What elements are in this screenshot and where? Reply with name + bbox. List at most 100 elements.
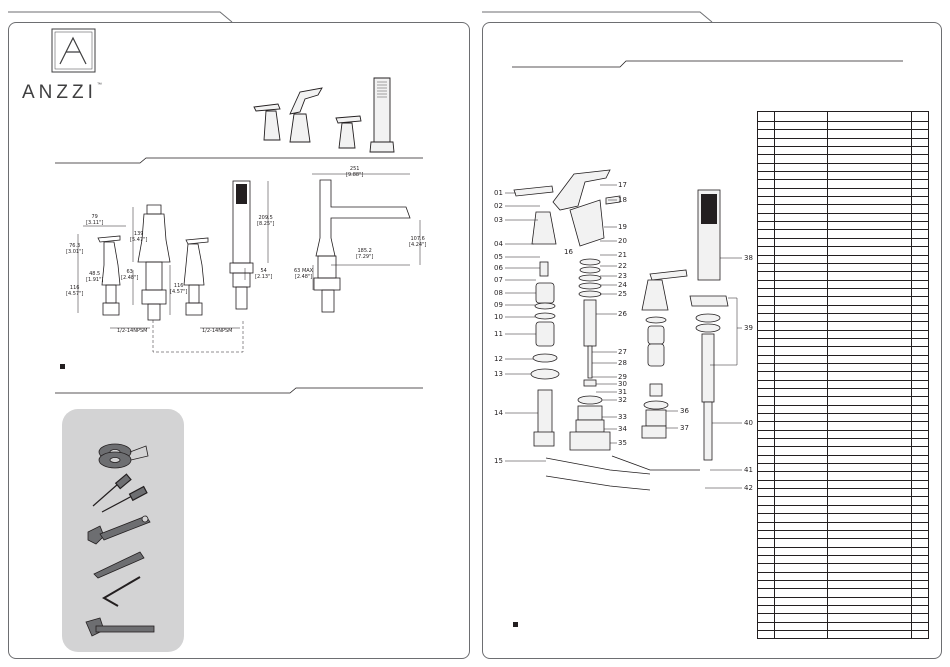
parts-table-cell bbox=[826, 588, 913, 598]
parts-table-cell bbox=[911, 129, 929, 139]
parts-table-cell bbox=[911, 111, 929, 122]
parts-table-cell bbox=[826, 120, 913, 131]
parts-table-cell bbox=[757, 488, 775, 498]
parts-table-cell bbox=[757, 304, 775, 314]
parts-table-cell bbox=[757, 154, 775, 164]
parts-table-cell bbox=[826, 438, 913, 448]
part-label: 07 bbox=[494, 276, 503, 284]
parts-table-row bbox=[757, 538, 929, 548]
part-label: 35 bbox=[618, 439, 627, 447]
part-label: 39 bbox=[744, 324, 753, 332]
drill-bit-icon bbox=[93, 551, 145, 579]
parts-table-cell bbox=[826, 179, 913, 189]
parts-table-cell bbox=[773, 204, 828, 214]
parts-table-row bbox=[757, 362, 929, 373]
parts-table-cell bbox=[757, 604, 775, 615]
parts-table-cell bbox=[911, 454, 929, 465]
parts-table-cell bbox=[826, 629, 913, 640]
parts-table-row bbox=[757, 279, 929, 289]
parts-table-cell bbox=[911, 254, 929, 264]
parts-table-row bbox=[757, 354, 929, 364]
parts-table-row bbox=[757, 546, 929, 556]
parts-table-cell bbox=[826, 613, 913, 623]
parts-table-cell bbox=[911, 546, 929, 556]
parts-table-row bbox=[757, 571, 929, 581]
parts-table-cell bbox=[911, 321, 929, 331]
parts-table-cell bbox=[757, 312, 775, 323]
parts-table-row bbox=[757, 262, 929, 273]
part-label: 17 bbox=[618, 181, 627, 189]
parts-table-row bbox=[757, 504, 929, 515]
parts-table-cell bbox=[826, 196, 913, 206]
parts-table-cell bbox=[757, 162, 775, 173]
hex-key-icon bbox=[102, 576, 141, 607]
parts-table-cell bbox=[826, 387, 913, 398]
parts-table-cell bbox=[826, 337, 913, 348]
part-label: 28 bbox=[618, 359, 627, 367]
parts-table-cell bbox=[773, 488, 828, 498]
parts-table-cell bbox=[911, 504, 929, 515]
parts-table-cell bbox=[757, 229, 775, 239]
part-label: 20 bbox=[618, 237, 627, 245]
parts-list-table bbox=[757, 111, 929, 640]
parts-table-cell bbox=[911, 296, 929, 306]
tape-icon bbox=[98, 443, 149, 469]
parts-table-cell bbox=[826, 421, 913, 431]
parts-table-cell bbox=[911, 529, 929, 540]
parts-table-cell bbox=[757, 111, 775, 122]
parts-table-row bbox=[757, 204, 929, 214]
parts-table-cell bbox=[773, 304, 828, 314]
parts-table-cell bbox=[911, 371, 929, 381]
parts-table-row bbox=[757, 413, 929, 423]
parts-table-cell bbox=[757, 588, 775, 598]
parts-table-cell bbox=[911, 162, 929, 173]
parts-table-row bbox=[757, 162, 929, 173]
part-label: 38 bbox=[744, 254, 753, 262]
parts-table-cell bbox=[757, 479, 775, 490]
parts-table-cell bbox=[773, 312, 828, 323]
parts-table-cell bbox=[773, 279, 828, 289]
parts-table-cell bbox=[773, 237, 828, 248]
parts-table-cell bbox=[757, 396, 775, 406]
part-label: 16 bbox=[564, 248, 573, 256]
parts-table-cell bbox=[826, 571, 913, 581]
parts-table-cell bbox=[826, 204, 913, 214]
parts-table-cell bbox=[773, 246, 828, 256]
parts-table-cell bbox=[911, 329, 929, 339]
parts-table-cell bbox=[773, 513, 828, 523]
part-label: 09 bbox=[494, 301, 503, 309]
parts-table-cell bbox=[773, 154, 828, 164]
parts-table-cell bbox=[911, 212, 929, 223]
parts-table-cell bbox=[911, 221, 929, 231]
parts-table-cell bbox=[773, 463, 828, 473]
parts-table-cell bbox=[911, 446, 929, 456]
parts-table-cell bbox=[757, 629, 775, 640]
parts-table-cell bbox=[826, 529, 913, 540]
dim-k: 1/2-14NPSM bbox=[202, 328, 233, 334]
parts-table-cell bbox=[757, 329, 775, 339]
parts-table-cell bbox=[911, 538, 929, 548]
parts-table-cell bbox=[757, 596, 775, 606]
parts-table-row bbox=[757, 463, 929, 473]
parts-table-cell bbox=[773, 187, 828, 198]
parts-table-cell bbox=[773, 120, 828, 131]
parts-table-cell bbox=[773, 162, 828, 173]
parts-table-cell bbox=[911, 146, 929, 156]
parts-table-cell bbox=[826, 563, 913, 573]
parts-table-cell bbox=[911, 413, 929, 423]
parts-table-cell bbox=[911, 513, 929, 523]
part-label: 05 bbox=[494, 253, 503, 261]
parts-table-cell bbox=[826, 413, 913, 423]
parts-table-row bbox=[757, 304, 929, 314]
part-label: 32 bbox=[618, 396, 627, 404]
parts-table-cell bbox=[911, 429, 929, 440]
parts-table-cell bbox=[911, 621, 929, 631]
part-label: 37 bbox=[680, 424, 689, 432]
parts-table-cell bbox=[826, 538, 913, 548]
parts-table-cell bbox=[757, 246, 775, 256]
parts-table-cell bbox=[773, 413, 828, 423]
parts-table-cell bbox=[757, 554, 775, 565]
parts-table-cell bbox=[826, 146, 913, 156]
dim-a: 79 [3.11"] bbox=[86, 214, 104, 226]
